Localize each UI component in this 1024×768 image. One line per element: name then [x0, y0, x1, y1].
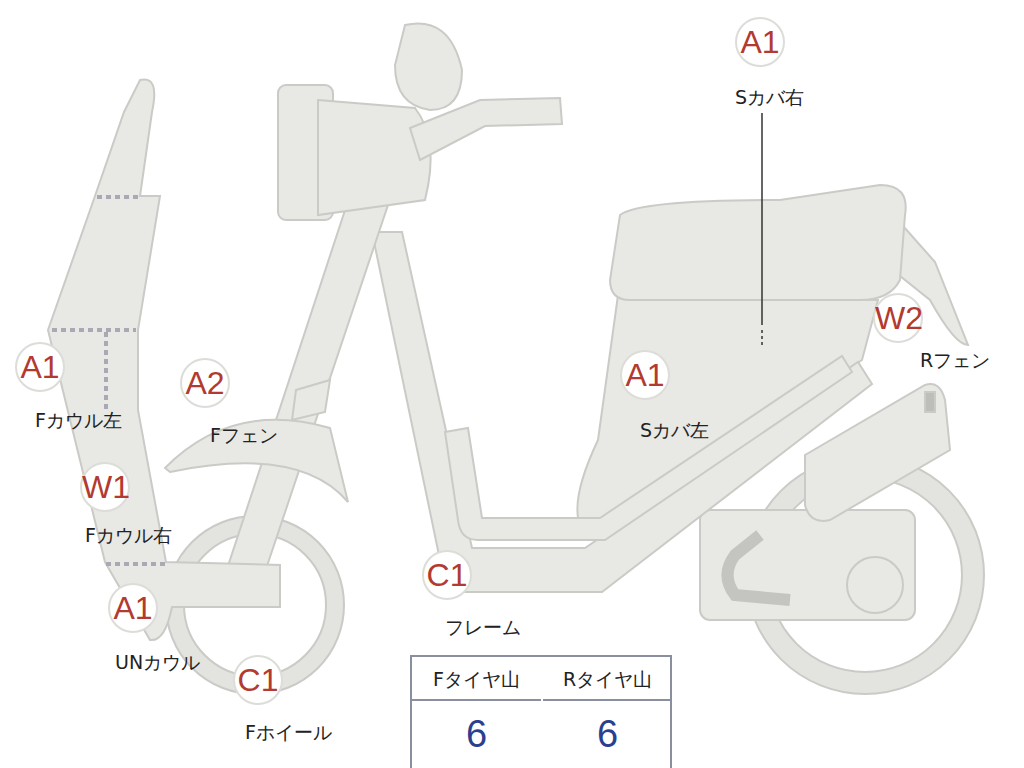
bike-part	[761, 330, 763, 348]
damage-code: C1	[235, 657, 281, 703]
table-header: Rタイヤ山	[543, 657, 672, 701]
bike-part	[48, 23, 984, 694]
damage-code: W2	[875, 295, 921, 341]
bike-part	[610, 185, 906, 300]
bike-part	[97, 195, 140, 199]
part-name: フレーム	[445, 615, 521, 639]
bike-part	[395, 23, 462, 110]
part-name: Fカウル右	[85, 523, 172, 547]
damage-callout: A1Fカウル左	[15, 342, 65, 392]
bike-part	[318, 100, 431, 215]
damage-code: W1	[82, 464, 128, 510]
bike-part	[761, 113, 763, 348]
damage-callout: A2Fフェン	[180, 358, 230, 408]
part-name: UNカウル	[115, 650, 200, 674]
part-name: Sカバ左	[640, 418, 709, 442]
bike-part	[761, 113, 763, 325]
damage-callout: C1Fホイール	[233, 655, 283, 705]
bike-part	[52, 328, 136, 332]
tread-table: Fタイヤ山Rタイヤ山66	[410, 655, 672, 768]
damage-callout: A1Sカバ右	[735, 17, 785, 67]
damage-callout: C1フレーム	[422, 550, 472, 600]
damage-code: A1	[622, 352, 668, 398]
damage-code: A2	[182, 360, 228, 406]
bike-part	[847, 557, 903, 613]
damage-callout: W2Rフェン	[873, 293, 923, 343]
bike-part	[925, 392, 935, 412]
bike-part	[52, 197, 166, 564]
bike-part	[728, 535, 791, 600]
damage-code: C1	[424, 552, 470, 598]
damage-code: A1	[737, 19, 783, 65]
bike-part	[48, 79, 280, 640]
bike-part	[106, 562, 166, 566]
table-value: 6	[412, 701, 541, 768]
damage-code: A1	[110, 585, 156, 631]
damage-callout: A1Sカバ左	[620, 350, 670, 400]
part-name: Fフェン	[210, 423, 278, 447]
part-name: Sカバ右	[735, 85, 804, 109]
part-name: Rフェン	[920, 348, 990, 372]
bike-part	[104, 332, 108, 410]
damage-callout: W1Fカウル右	[80, 462, 130, 512]
bike-part	[410, 98, 562, 160]
damage-code: A1	[17, 344, 63, 390]
bike-part	[165, 420, 348, 502]
bike-part	[700, 510, 915, 620]
table-header: Fタイヤ山	[412, 657, 541, 701]
table-value: 6	[543, 701, 672, 768]
damage-callout: A1UNカウル	[108, 583, 158, 633]
part-name: Fカウル左	[35, 408, 122, 432]
bike-part	[228, 195, 388, 572]
bike-part	[292, 380, 330, 420]
bike-part	[372, 232, 872, 592]
part-name: Fホイール	[245, 720, 332, 744]
